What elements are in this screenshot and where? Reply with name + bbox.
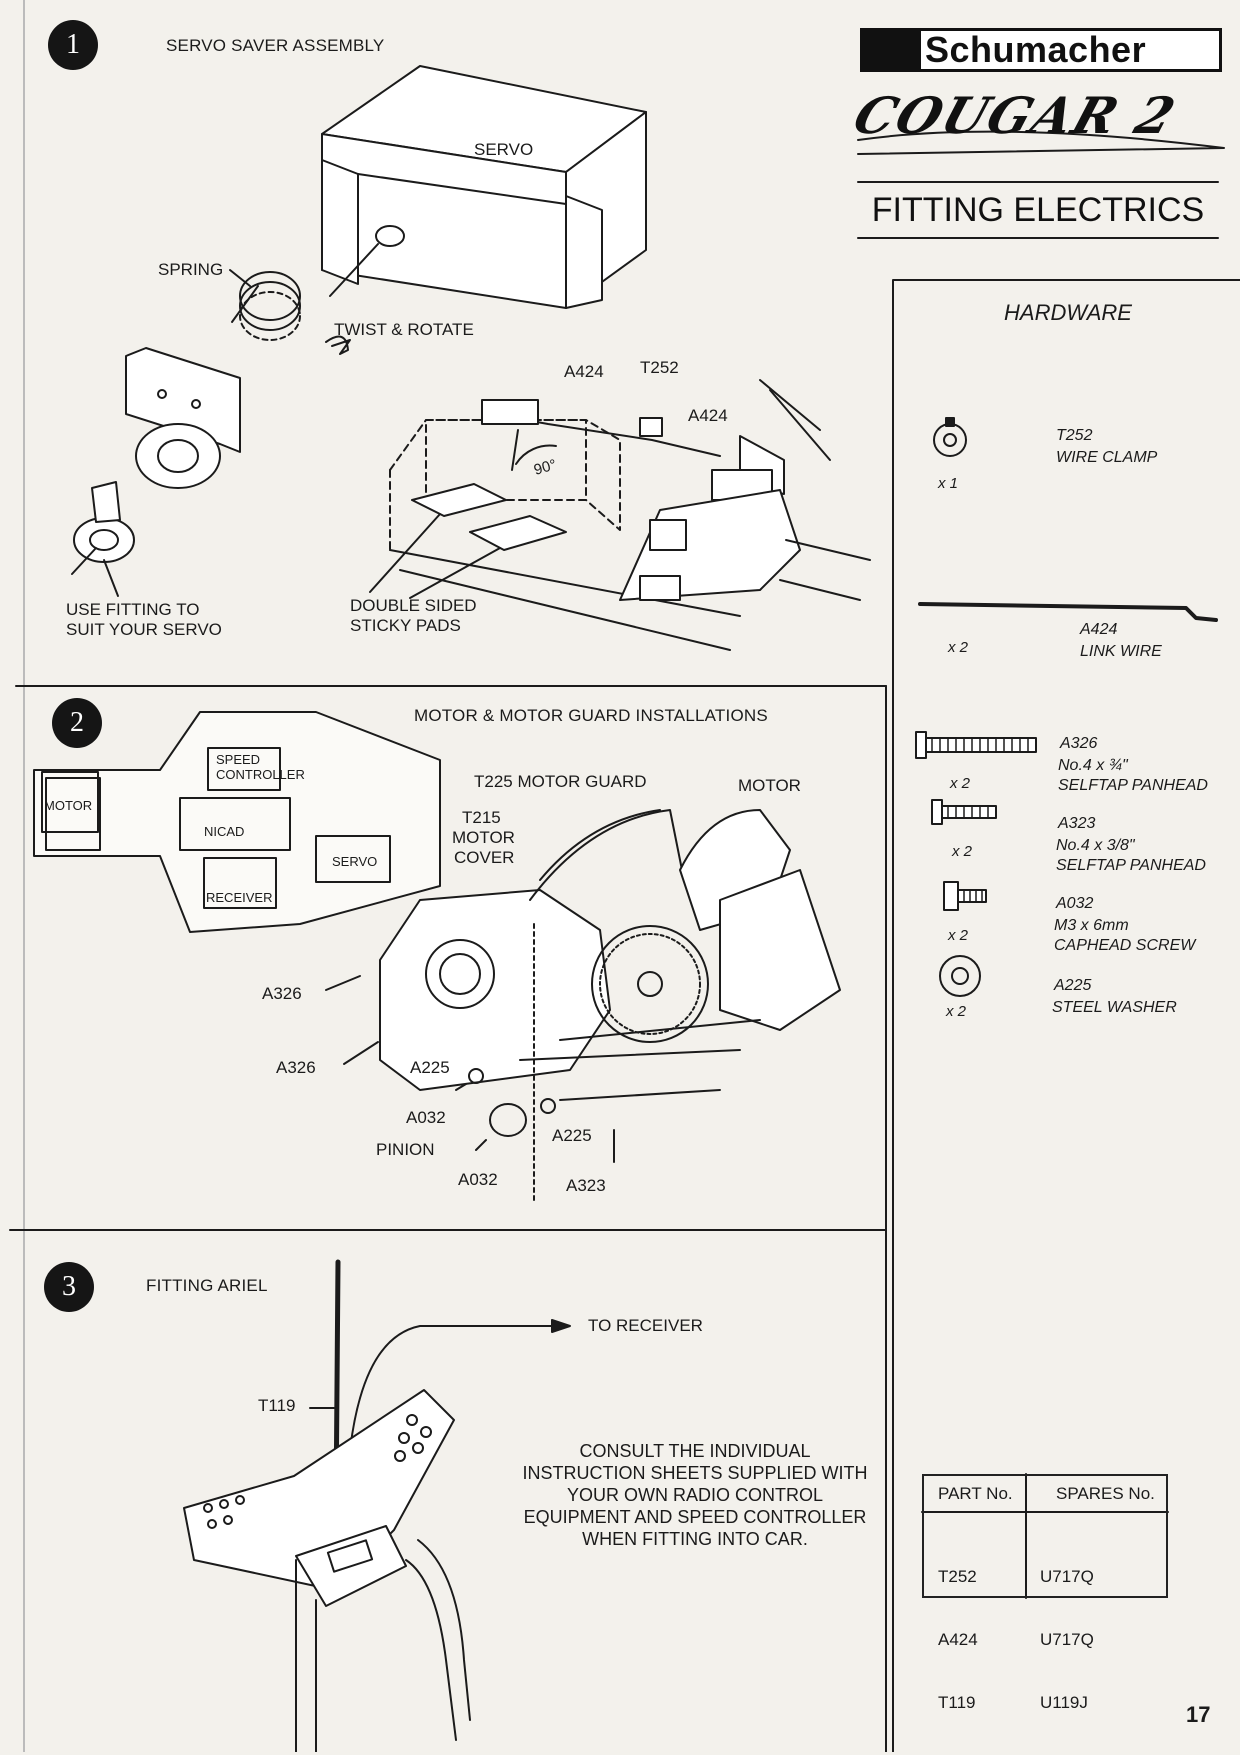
hw-a225-qty: x 2 <box>946 1003 967 1020</box>
chassis-layout-plan <box>33 711 441 933</box>
label-sticky-pads-1: DOUBLE SIDED <box>350 596 477 615</box>
label-t119: T119 <box>258 1396 296 1415</box>
step-1-title: SERVO SAVER ASSEMBLY <box>166 36 385 55</box>
hw-a424-desc: LINK WIRE <box>1080 643 1162 660</box>
parts-row-1-spares: U717Q <box>1040 1567 1094 1586</box>
label-use-fitting-1: USE FITTING TO <box>66 600 200 619</box>
a032-caphead-screw-icon <box>943 881 987 911</box>
a225-washer-icon <box>939 955 981 997</box>
plan-receiver: RECEIVER <box>206 890 273 905</box>
a424-link-wire-icon <box>918 602 1218 622</box>
steering-linkage-drawing <box>369 379 871 651</box>
label-a225-upper: A225 <box>410 1058 450 1077</box>
plan-speed-1: SPEED <box>216 752 261 767</box>
step-2-badge: 2 <box>52 698 102 748</box>
label-a225-lower: A225 <box>552 1126 592 1145</box>
hw-a326-desc: SELFTAP PANHEAD <box>1058 777 1208 794</box>
hw-t252-code: T252 <box>1056 427 1093 444</box>
consult-note: CONSULT THE INDIVIDUAL INSTRUCTION SHEET… <box>522 1441 868 1549</box>
parts-col-part: T252 A424 T119 <box>938 1524 978 1755</box>
label-motor-cover-2: COVER <box>454 848 515 867</box>
plan-nicad: NICAD <box>204 824 245 839</box>
label-pinion: PINION <box>376 1140 435 1159</box>
label-a032-lower: A032 <box>458 1170 498 1189</box>
parts-row-1-part: T252 <box>938 1567 977 1586</box>
hw-a323-size: No.4 x 3/8" <box>1056 837 1135 854</box>
hw-t252-qty: x 1 <box>938 475 959 492</box>
label-t215: T215 <box>462 808 501 827</box>
parts-row-2-part: A424 <box>938 1630 978 1649</box>
servo-drawing <box>321 65 647 309</box>
label-spring: SPRING <box>158 260 224 279</box>
step-1-badge: 1 <box>48 20 98 70</box>
label-twist-rotate: TWIST & ROTATE <box>334 320 474 339</box>
hw-a225-desc: STEEL WASHER <box>1052 999 1177 1016</box>
hw-a326-size: No.4 x ¾" <box>1058 757 1128 774</box>
label-a326-lower: A326 <box>276 1058 316 1077</box>
page-number: 17 <box>1186 1702 1211 1727</box>
plan-motor: MOTOR <box>44 798 93 813</box>
label-a326-upper: A326 <box>262 984 302 1003</box>
plan-servo: SERVO <box>332 854 378 869</box>
servo-saver-drawing <box>71 347 241 597</box>
schumacher-logo-mark-icon <box>863 31 921 69</box>
parts-row-2-spares: U717Q <box>1040 1630 1094 1649</box>
hardware-panel-border <box>892 279 1240 1752</box>
page-title: FITTING ELECTRICS <box>871 191 1205 229</box>
hw-a323-desc: SELFTAP PANHEAD <box>1056 857 1206 874</box>
label-a424-right: A424 <box>688 406 728 425</box>
label-a323: A323 <box>566 1176 606 1195</box>
label-a032-upper: A032 <box>406 1108 446 1127</box>
schumacher-logo: Schumacher <box>860 28 1222 72</box>
parts-header-part-no: PART No. <box>938 1484 1013 1503</box>
step-2-title: MOTOR & MOTOR GUARD INSTALLATIONS <box>414 706 768 725</box>
hw-a323-code: A323 <box>1058 815 1096 832</box>
brand-name: Schumacher <box>925 29 1147 70</box>
hw-a424-code: A424 <box>1080 621 1118 638</box>
hw-a032-qty: x 2 <box>948 927 969 944</box>
hw-a326-qty: x 2 <box>950 775 971 792</box>
label-use-fitting-2: SUIT YOUR SERVO <box>66 620 222 639</box>
hw-a326-code: A326 <box>1060 735 1098 752</box>
parts-row-3-spares: U119J <box>1040 1693 1088 1712</box>
label-to-receiver: TO RECEIVER <box>588 1316 703 1335</box>
hw-a032-desc: CAPHEAD SCREW <box>1054 937 1196 954</box>
model-logo-swoosh <box>857 130 1225 155</box>
model-logo: COUGAR 2 <box>846 86 1184 145</box>
label-a424-left: A424 <box>564 362 604 381</box>
motor-assembly-drawing <box>325 809 841 1201</box>
a323-screw-icon <box>931 799 997 825</box>
spring-drawing <box>229 269 301 341</box>
label-servo: SERVO <box>474 140 534 159</box>
a326-screw-icon <box>915 731 1037 759</box>
hw-a032-code: A032 <box>1056 895 1094 912</box>
label-t225-motor-guard: T225 MOTOR GUARD <box>474 772 647 791</box>
hw-a225-code: A225 <box>1054 977 1092 994</box>
parts-row-3-part: T119 <box>938 1693 976 1712</box>
label-motor-cover-1: MOTOR <box>452 828 515 847</box>
label-motor: MOTOR <box>738 776 801 795</box>
hw-a424-qty: x 2 <box>948 639 969 656</box>
hw-a032-size: M3 x 6mm <box>1054 917 1129 934</box>
label-t252: T252 <box>640 358 679 377</box>
t252-wire-clamp-icon <box>933 417 967 457</box>
parts-col-spares: U717Q U717Q U119J <box>1040 1524 1094 1755</box>
step-3-badge: 3 <box>44 1262 94 1312</box>
step-3-title: FITTING ARIEL <box>146 1276 268 1295</box>
plan-speed-2: CONTROLLER <box>216 767 305 782</box>
hardware-title: HARDWARE <box>1004 300 1132 325</box>
hw-t252-desc: WIRE CLAMP <box>1056 449 1158 466</box>
hw-a323-qty: x 2 <box>952 843 973 860</box>
parts-header-spares-no: SPARES No. <box>1056 1484 1155 1503</box>
aerial-drawing <box>183 1259 571 1752</box>
twist-arrow <box>325 335 351 355</box>
label-sticky-pads-2: STICKY PADS <box>350 616 461 635</box>
parts-table: PART No. SPARES No. T252 A424 T119 U717Q… <box>922 1474 1168 1712</box>
